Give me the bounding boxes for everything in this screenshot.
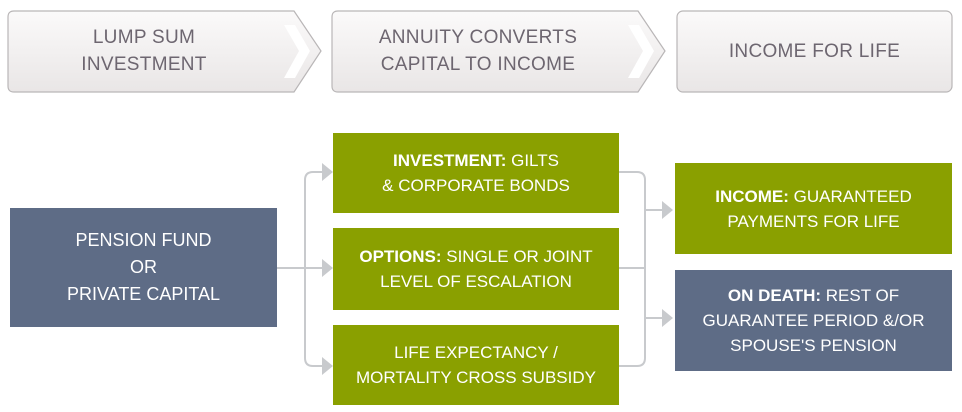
box-text: & CORPORATE BONDS <box>382 176 570 195</box>
step-text: INVESTMENT <box>81 54 207 75</box>
box-text: REST OF <box>821 286 900 305</box>
source-text: OR <box>129 257 157 277</box>
source-box: PENSION FUND OR PRIVATE CAPITAL <box>10 208 277 327</box>
box-heading: INCOME: <box>715 186 789 206</box>
life-expectancy-box: LIFE EXPECTANCY / MORTALITY CROSS SUBSIDY <box>333 325 619 405</box>
box-text: GILTS <box>506 151 559 170</box>
box-text: MORTALITY CROSS SUBSIDY <box>356 368 596 387</box>
step-text: LUMP SUM <box>92 27 196 48</box>
income-box: INCOME: GUARANTEED PAYMENTS FOR LIFE <box>675 163 952 254</box>
step-text: ANNUITY CONVERTS <box>378 27 578 48</box>
box-heading: ON DEATH: <box>727 286 822 305</box>
box-text: GUARANTEED <box>788 186 912 206</box>
step-text: CAPITAL TO INCOME <box>380 54 576 75</box>
box-text: GUARANTEE PERIOD &/OR <box>702 311 925 330</box>
box-text: LEVEL OF ESCALATION <box>380 272 572 291</box>
on-death-box: ON DEATH: REST OF GUARANTEE PERIOD &/OR SP… <box>675 270 952 371</box>
arrow-icon <box>662 201 673 219</box>
chevron-shape <box>7 10 322 93</box>
step-lump-sum: LUMP SUM INVESTMENT <box>7 10 322 93</box>
box-heading: INVESTMENT: <box>393 151 507 170</box>
box-text: SPOUSE'S PENSION <box>730 336 897 355</box>
options-box: OPTIONS: SINGLE OR JOINT LEVEL OF ESCALAT… <box>333 228 619 310</box>
arrow-icon <box>322 259 333 277</box>
box-heading: OPTIONS: <box>359 247 442 266</box>
arrow-icon <box>322 357 333 375</box>
box-text: PAYMENTS FOR LIFE <box>727 211 900 231</box>
step-annuity-converts: ANNUITY CONVERTS CAPITAL TO INCOME <box>331 10 666 93</box>
arrow-icon <box>662 309 673 327</box>
investment-box: INVESTMENT: GILTS & CORPORATE BONDS <box>333 133 619 213</box>
step-income-for-life: INCOME FOR LIFE <box>676 10 953 93</box>
box-text: LIFE EXPECTANCY / <box>394 343 558 362</box>
source-text: PRIVATE CAPITAL <box>66 284 221 304</box>
step-text: INCOME FOR LIFE <box>728 40 901 62</box>
box-text: SINGLE OR JOINT <box>441 247 593 266</box>
chevron-shape <box>331 10 666 93</box>
box-shape <box>676 10 953 93</box>
source-text: PENSION FUND <box>75 230 212 250</box>
arrow-icon <box>322 163 333 181</box>
